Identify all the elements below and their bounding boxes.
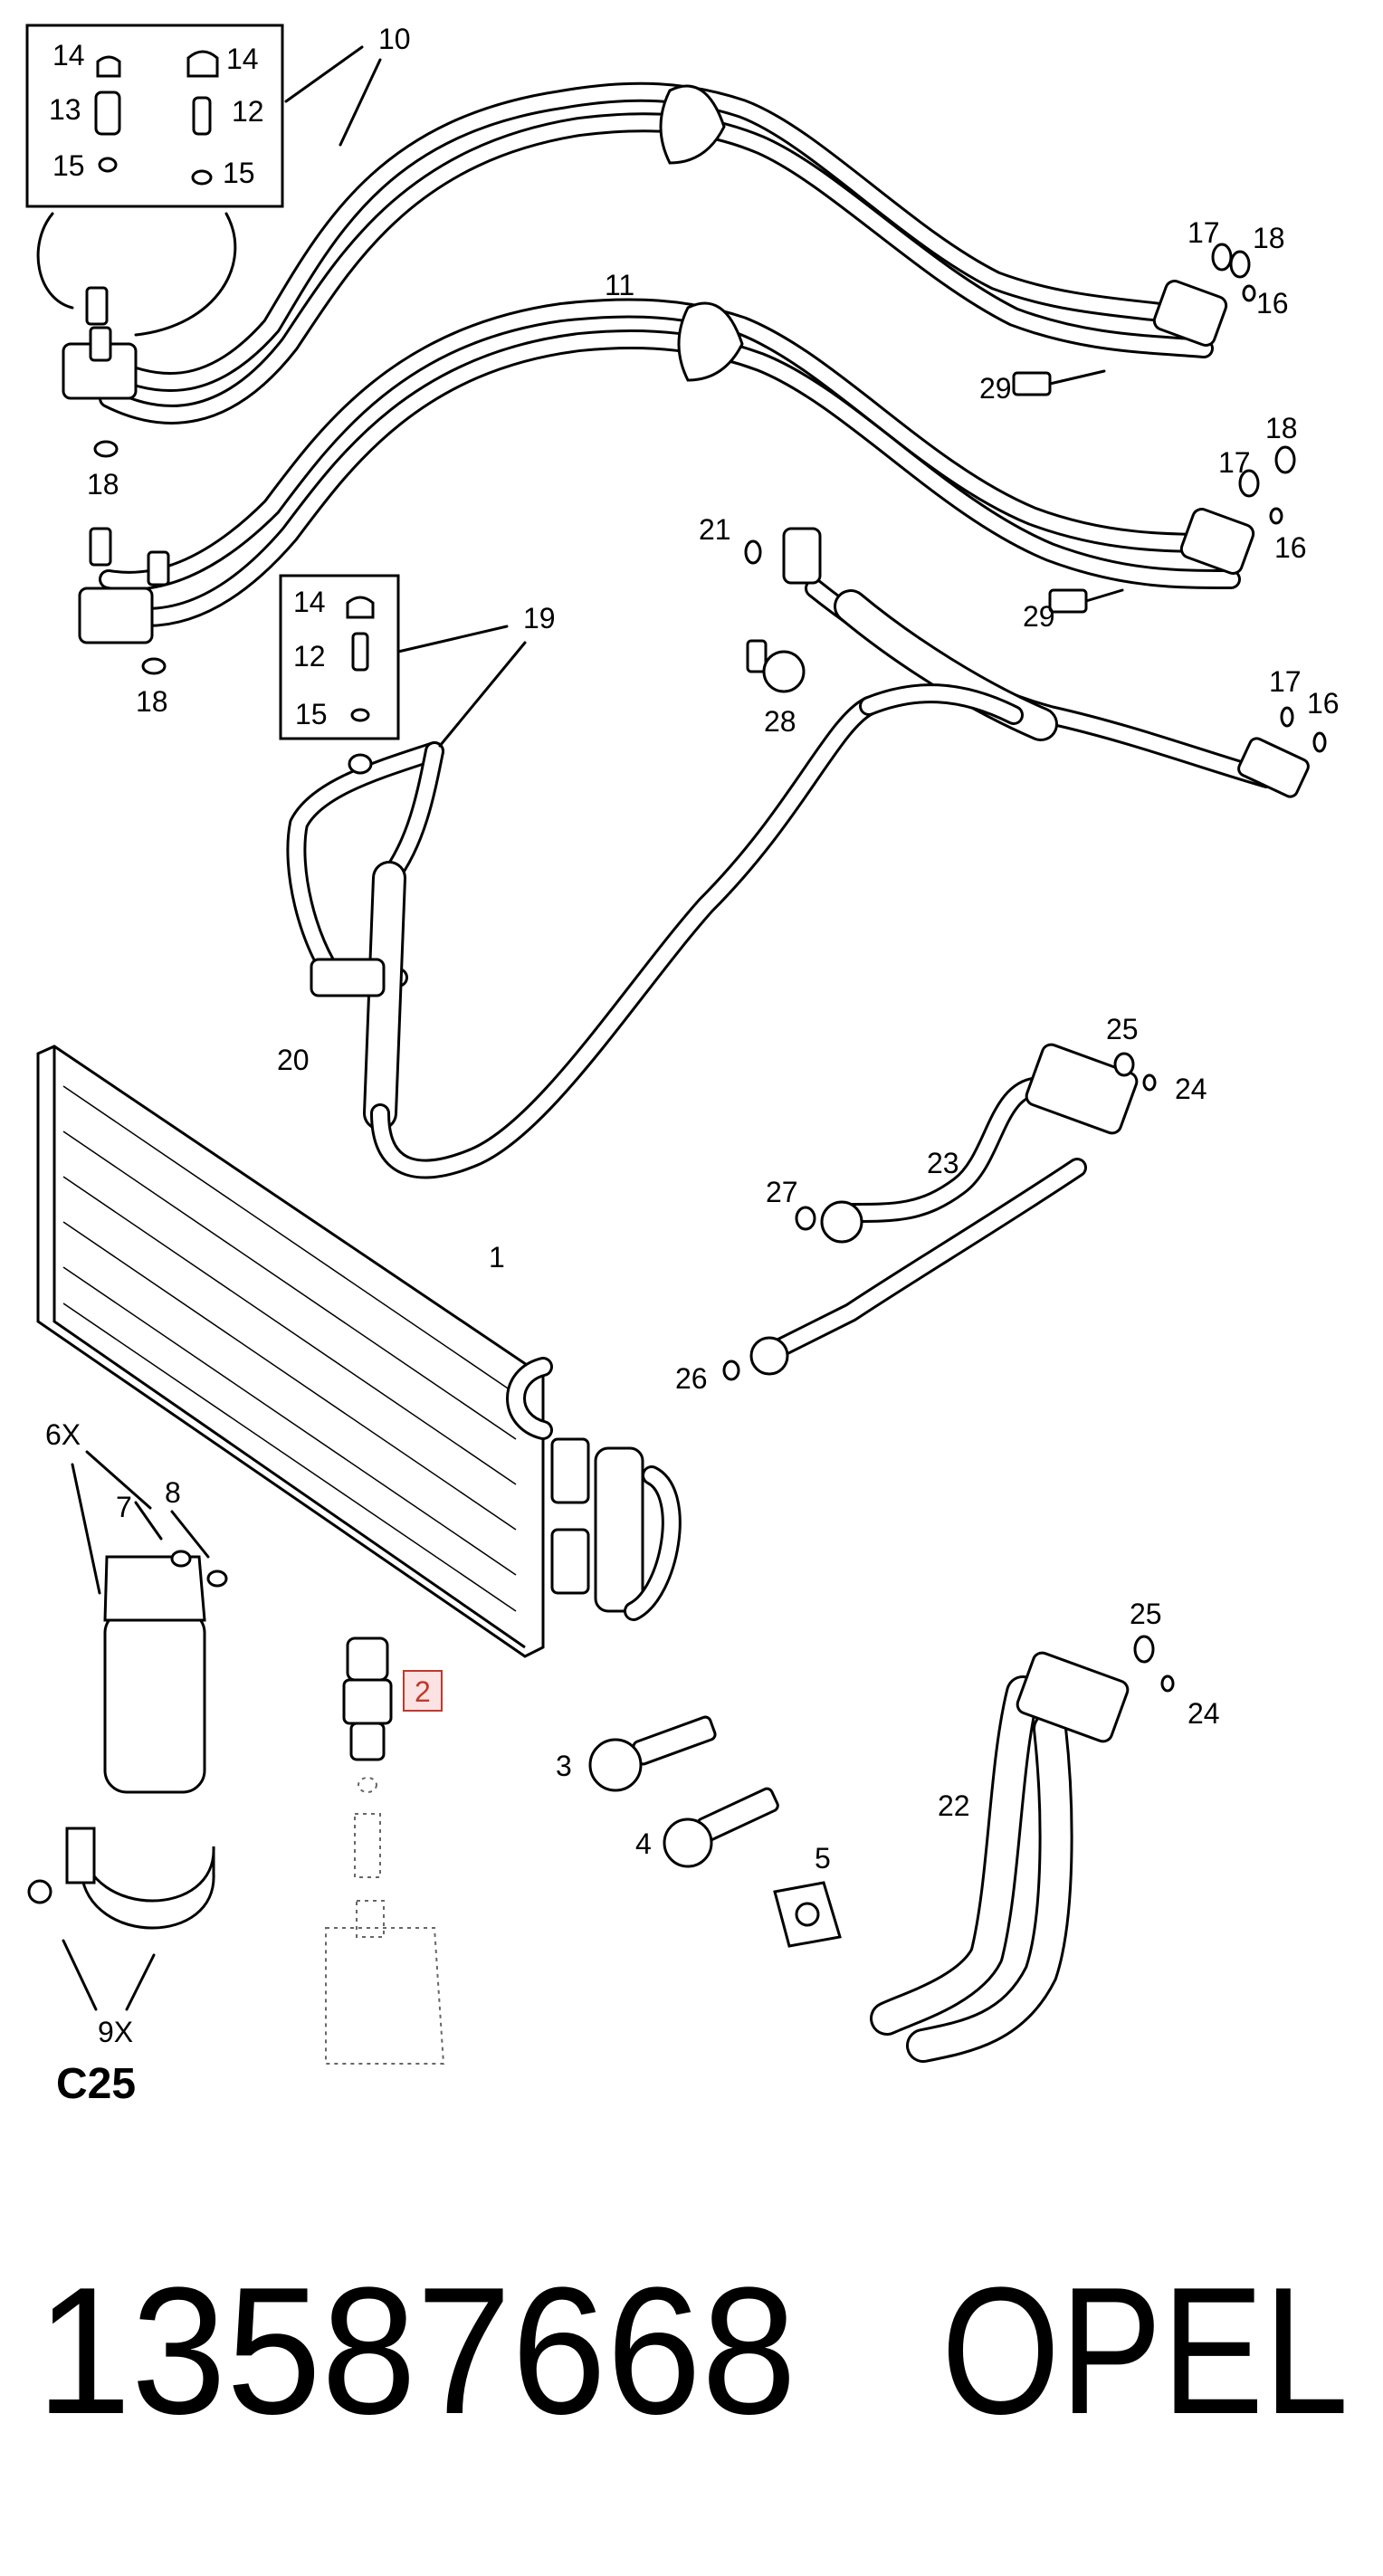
- orings-right-ends: [1211, 243, 1327, 753]
- callout-17: 17: [1187, 216, 1220, 249]
- callout-18: 18: [136, 685, 168, 718]
- callout-15: 15: [52, 149, 85, 182]
- bolt-28: [746, 639, 806, 693]
- callout-8: 8: [165, 1476, 181, 1509]
- callout-14: 14: [52, 39, 85, 72]
- callout-16: 16: [1307, 687, 1340, 720]
- callout-16: 16: [1256, 287, 1289, 320]
- callout-10: 10: [378, 23, 411, 55]
- callout-2: 2: [415, 1675, 431, 1708]
- callout-28: 28: [764, 705, 796, 738]
- callout-17: 17: [1269, 665, 1302, 698]
- callout-9x: 9X: [98, 2016, 133, 2048]
- leader-lines: [62, 45, 527, 2011]
- callout-25: 25: [1106, 1013, 1139, 1045]
- part-number: 13587668: [36, 2250, 796, 2452]
- pressure-switch: [342, 1636, 393, 1761]
- callout-12: 12: [293, 640, 326, 673]
- drier-6x: [103, 1550, 228, 1794]
- condenser: [36, 1045, 682, 1658]
- callout-1: 1: [489, 1241, 505, 1274]
- bracket-5: [773, 1881, 842, 1948]
- callout-17: 17: [1218, 446, 1251, 479]
- callout-14: 14: [293, 586, 326, 618]
- bolt-29-lower: [1048, 588, 1124, 614]
- callout-27: 27: [766, 1176, 798, 1208]
- inset-box-top: [25, 24, 284, 208]
- inset-arrow-left: [36, 212, 74, 310]
- callout-19: 19: [523, 602, 556, 634]
- callout-2-highlight: 2: [403, 1670, 443, 1712]
- upper-left-connector: [62, 286, 138, 458]
- callout-14: 14: [226, 43, 259, 75]
- callout-29: 29: [1023, 600, 1055, 633]
- condenser-fins: [62, 1085, 517, 1612]
- diagram-code: C25: [56, 2060, 136, 2108]
- callout-24: 24: [1187, 1697, 1220, 1730]
- inset-arrow-right: [134, 212, 237, 337]
- middle-left-connector: [78, 527, 170, 675]
- callout-16: 16: [1274, 531, 1307, 564]
- inset-box-middle: [279, 574, 400, 740]
- ac-line-upper: [90, 81, 1228, 425]
- callout-23: 23: [927, 1147, 959, 1179]
- dotted-outline: [325, 1777, 445, 2065]
- callout-24: 24: [1175, 1073, 1207, 1105]
- screw-4: [663, 1787, 779, 1868]
- callout-labels: 10 14 14 13 12 15 15 18 11 17 18 16 29 1…: [45, 23, 1340, 2048]
- callout-26: 26: [675, 1362, 708, 1395]
- pipe-22: [870, 1635, 1175, 2063]
- callout-18: 18: [87, 468, 119, 501]
- pipe-23: [795, 1043, 1139, 1244]
- callout-3: 3: [556, 1750, 572, 1782]
- ac-line-middle: [99, 298, 1255, 627]
- callout-13: 13: [49, 93, 81, 126]
- callout-11: 11: [605, 269, 634, 301]
- callout-5: 5: [815, 1842, 831, 1875]
- pipe-19: [286, 696, 879, 1179]
- callout-15: 15: [223, 157, 255, 189]
- callout-20: 20: [277, 1044, 310, 1076]
- callout-15: 15: [295, 698, 328, 730]
- callout-4: 4: [635, 1827, 652, 1860]
- screw-3: [588, 1715, 717, 1792]
- callout-29: 29: [979, 372, 1012, 405]
- callout-7: 7: [116, 1491, 132, 1523]
- pipe-26: [722, 1158, 1087, 1381]
- callout-21: 21: [699, 513, 731, 546]
- callout-25: 25: [1130, 1598, 1162, 1630]
- clamp-9x: [27, 1827, 215, 1930]
- orings-23: [1113, 1052, 1157, 1092]
- callout-12: 12: [232, 95, 264, 128]
- callout-18: 18: [1253, 222, 1285, 254]
- callout-18: 18: [1265, 412, 1298, 444]
- callout-22: 22: [938, 1789, 970, 1822]
- brand-name: OPEL: [941, 2250, 1349, 2452]
- callout-6x: 6X: [45, 1418, 81, 1451]
- hose-21: [744, 527, 1310, 798]
- bolt-29-upper: [1012, 369, 1106, 396]
